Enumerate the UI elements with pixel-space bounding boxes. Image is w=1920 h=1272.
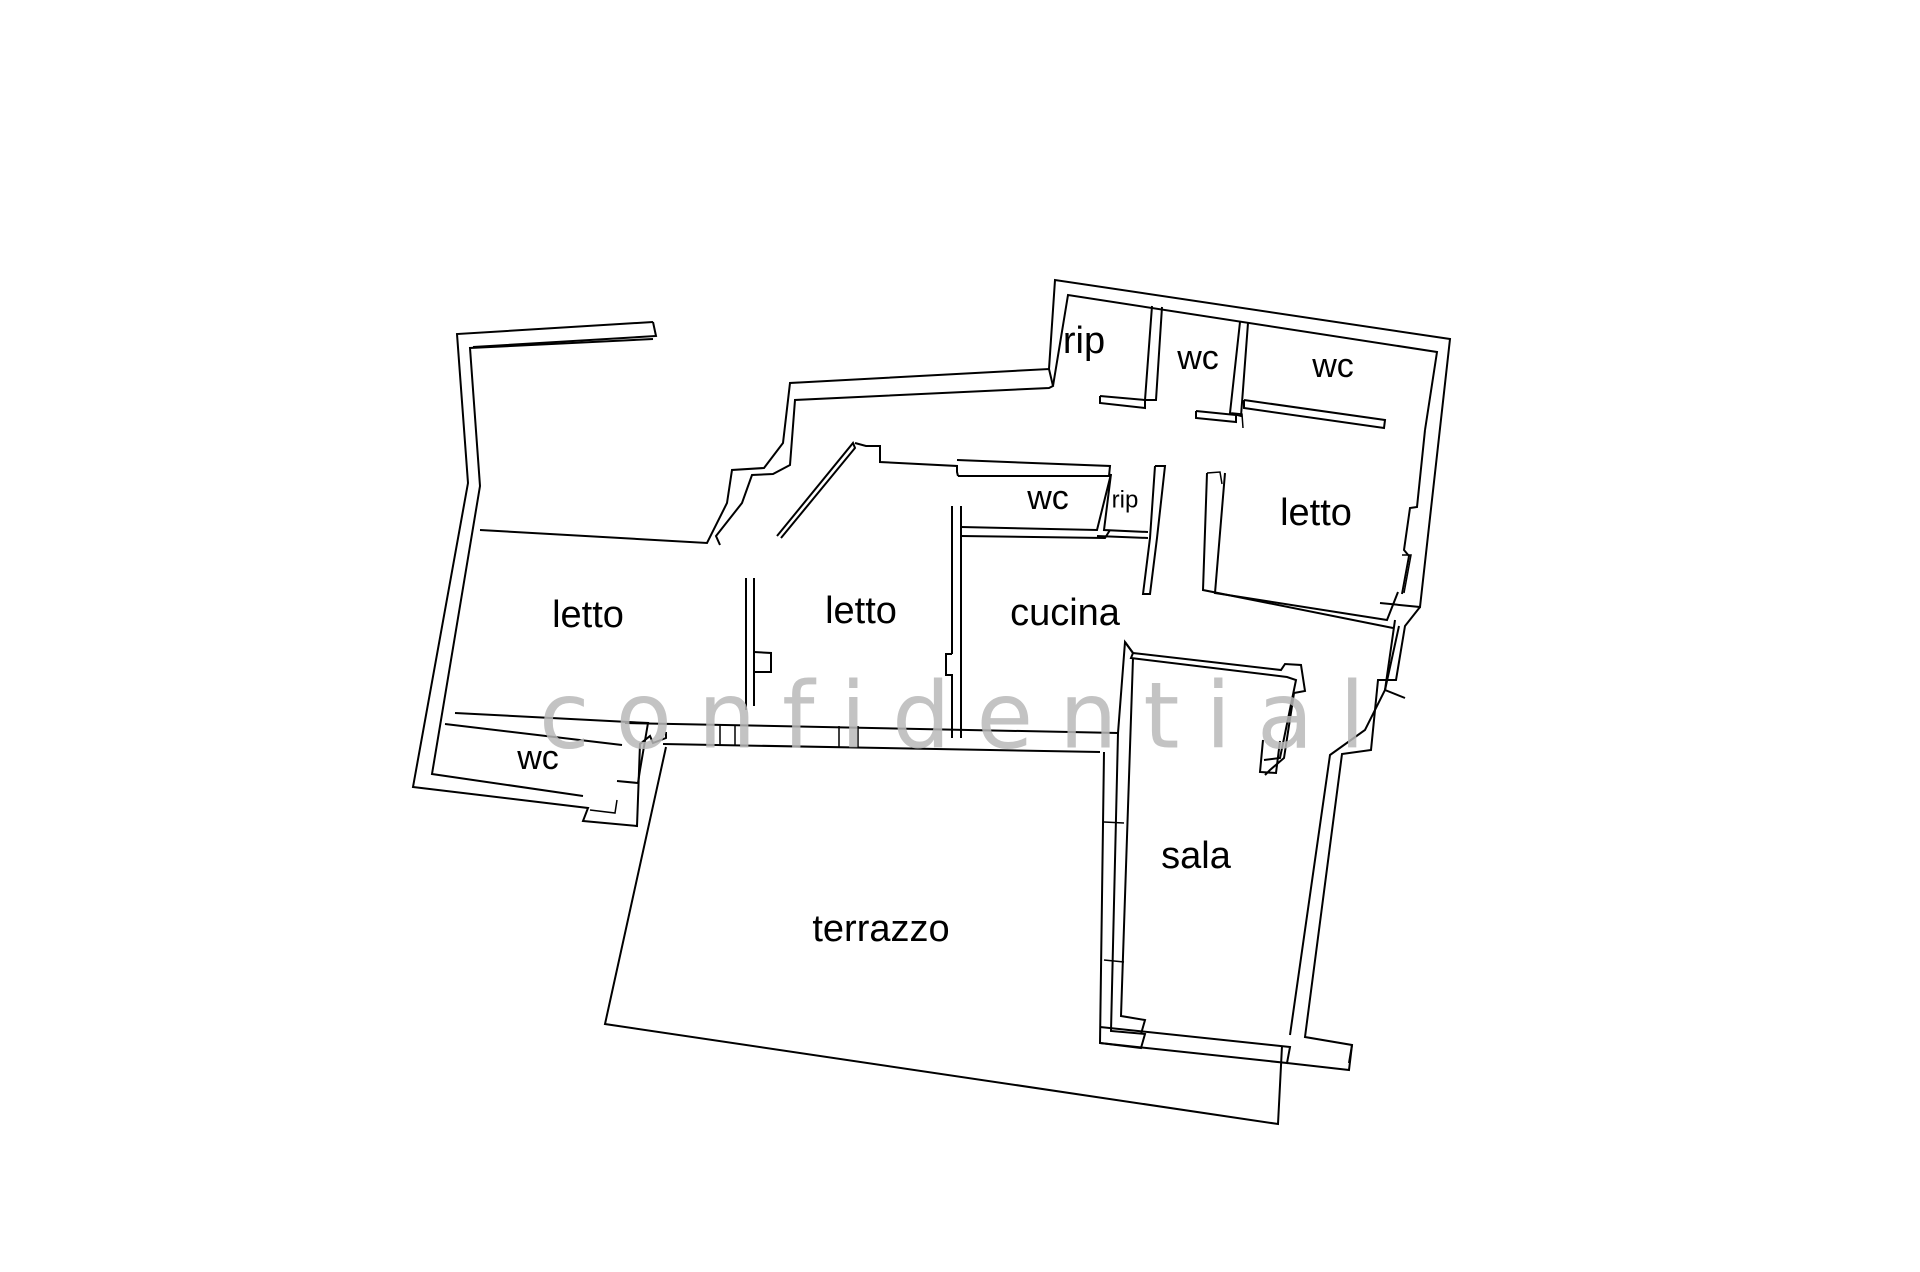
wc-bottom-left-inner [444, 723, 623, 746]
wall-letto-center-top-2 [956, 459, 1112, 477]
wall-top-right-outer [1048, 278, 1452, 609]
wall-right-inner [1289, 619, 1396, 1036]
wall-upper-corridor-outer [472, 321, 658, 348]
sala-right-stub [1258, 739, 1281, 775]
wall-sala-bottom-ext [1286, 1044, 1353, 1072]
label-rip-mid: rip [1112, 486, 1139, 513]
wc-top-divider [1228, 321, 1249, 418]
label-wc-top-1: wc [1176, 339, 1219, 377]
label-cucina: cucina [1010, 592, 1121, 634]
sala-left-to-cucina [1117, 639, 1134, 734]
rip-mid-right [1141, 465, 1167, 595]
letto-right-left-wall [1213, 472, 1399, 622]
wall-right-outer [1303, 606, 1421, 1064]
wall-letto-center-top [854, 442, 959, 477]
wall-main-horizontal-top [624, 722, 1119, 734]
terrazzo-boundary [603, 746, 1283, 1126]
label-letto-left: letto [552, 594, 624, 636]
label-wc-top-2: wc [1311, 347, 1354, 385]
rip-top-right-wall [1143, 305, 1163, 401]
wall-left-wing-outer [411, 321, 667, 828]
wc-top-2-jamb [1231, 412, 1244, 429]
label-sala: sala [1161, 835, 1232, 877]
sala-left-wall-2 [1119, 657, 1147, 1035]
sala-left-tick-1 [1103, 821, 1125, 824]
wall-top-right-inner [1052, 293, 1439, 431]
wall-left-wing-inner [430, 338, 654, 797]
label-wc-mid: wc [1026, 479, 1069, 517]
wc-top-bottom-wall [1195, 410, 1237, 424]
wc-mid-walls-2 [960, 529, 1111, 540]
rip-mid-walls [1102, 473, 1149, 533]
label-terrazzo: terrazzo [812, 908, 949, 950]
wall-cucina-divider-jamb [945, 653, 953, 738]
wc-bottom-left-walls [454, 712, 650, 785]
wc-top-2-bottom-wall [1243, 399, 1387, 430]
sala-left-wall [1098, 732, 1147, 1050]
room-labels: rip wc wc letto wc rip letto letto cucin… [516, 320, 1354, 950]
letto-right-left-wall-2 [1201, 472, 1394, 629]
wall-main-horizontal-bottom [662, 743, 1101, 753]
interior-walls [444, 305, 1426, 1050]
wall-angled-letto-center [776, 441, 857, 539]
wall-right-jamb [1384, 689, 1406, 699]
rip-top-bottom-wall [1099, 395, 1146, 410]
wall-sala-bottom [1099, 1026, 1292, 1065]
letto-right-jamb [1206, 471, 1223, 485]
letto-right-window [1402, 554, 1412, 594]
wc-mid-walls [960, 473, 1112, 532]
outer-walls [411, 278, 1452, 1126]
label-letto-center: letto [825, 590, 897, 632]
label-letto-right: letto [1280, 492, 1352, 534]
wc-bottom-left-door [589, 799, 618, 814]
rip-mid-bottom [1096, 535, 1149, 539]
letto-right-right-wall [1401, 429, 1426, 595]
sala-left-tick-2 [1103, 959, 1125, 963]
wall-letto-divider-jamb [753, 651, 772, 673]
label-rip-top: rip [1063, 320, 1105, 362]
wall-upper-corridor-bottom [479, 367, 1055, 546]
wall-right-jamb-2 [1384, 625, 1400, 691]
label-wc-bottom-left: wc [516, 739, 559, 777]
watermark-text: confidential [539, 662, 1391, 769]
